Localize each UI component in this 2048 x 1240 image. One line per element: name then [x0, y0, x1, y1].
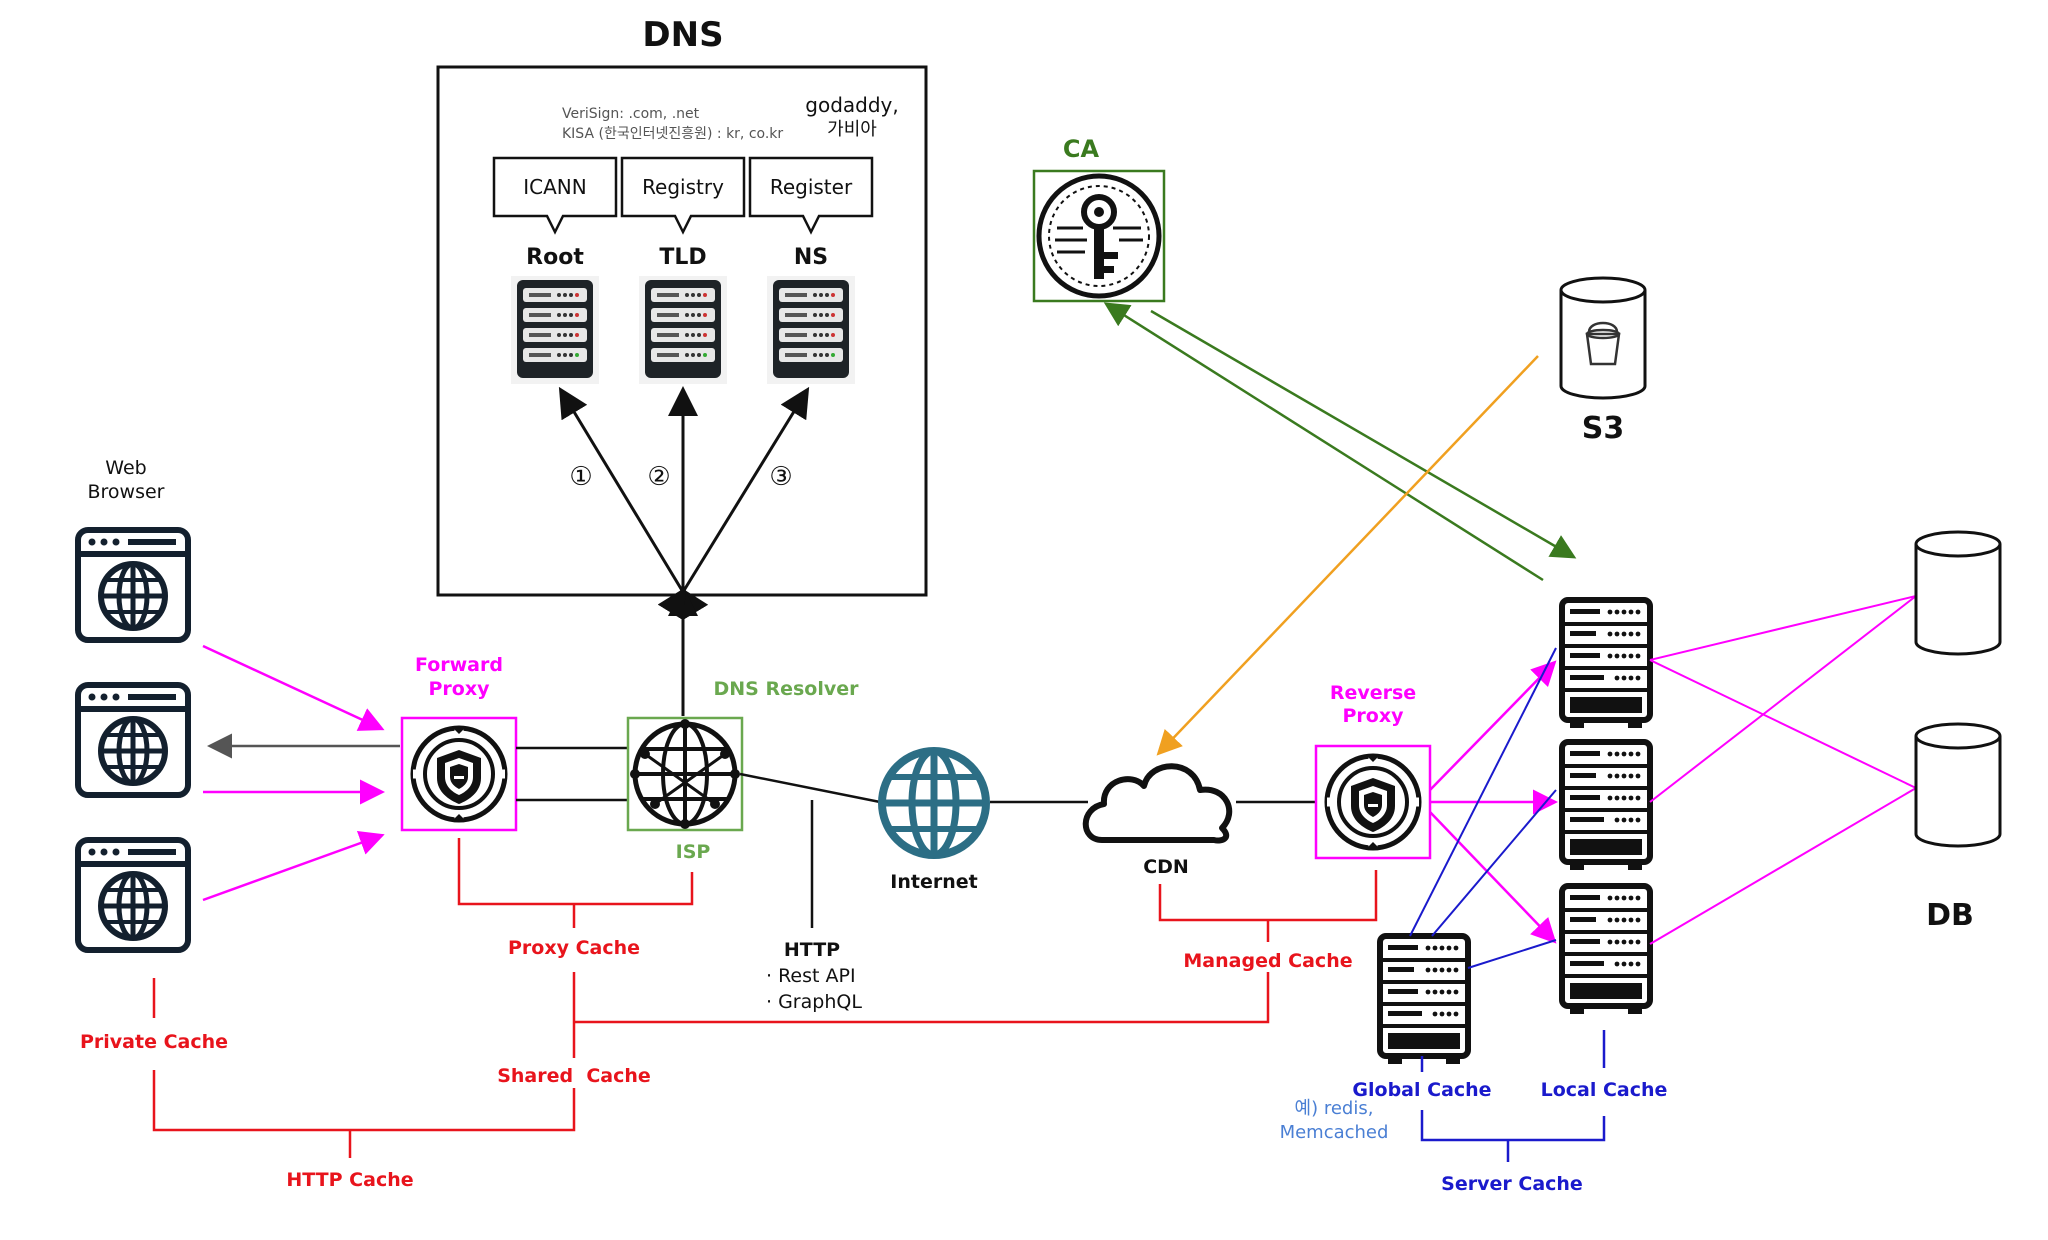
shared-cache-label: Shared Cache: [497, 1065, 651, 1087]
dns-resolver-label: DNS Resolver: [713, 678, 859, 700]
root-label: Root: [526, 245, 584, 270]
cache-brackets-red: [152, 838, 1378, 1158]
step-2: ②: [647, 462, 670, 492]
proxy-cache-label: Proxy Cache: [508, 937, 640, 959]
reverse-proxy-server-arrows: [1429, 660, 1558, 944]
cache-brackets-blue: [1420, 1030, 1606, 1162]
reverse-proxy-shield-icon: [1327, 756, 1419, 848]
local-cache-label: Local Cache: [1541, 1079, 1668, 1101]
dns-title: DNS: [642, 15, 723, 55]
browser-icon-2: [78, 685, 188, 795]
db-cylinder-2-icon: [1914, 722, 2002, 848]
callout-register: Register: [748, 156, 874, 235]
callout-icann: ICANN: [492, 156, 618, 235]
private-cache-label: Private Cache: [80, 1031, 228, 1053]
callout-registry: Registry: [620, 156, 746, 235]
dns-query-arrows: [558, 386, 810, 716]
browser-title-2: Browser: [88, 481, 165, 503]
internet-label: Internet: [890, 871, 977, 893]
internet-globe-icon: [882, 751, 986, 855]
isp-label: ISP: [676, 841, 711, 863]
step-3: ③: [769, 462, 792, 492]
http-cache-label: HTTP Cache: [286, 1169, 413, 1191]
ca-key-certificate-icon: [1036, 173, 1162, 299]
http-note-item-1: · Rest API: [766, 965, 856, 987]
ns-server-icon: [767, 276, 855, 384]
global-cache-links: [1409, 647, 1557, 969]
proxy-resolver-links: [516, 746, 628, 802]
http-note-title: HTTP: [784, 939, 840, 961]
redis-note-1: 예) redis,: [1295, 1098, 1374, 1119]
callout-icann-label: ICANN: [523, 175, 586, 199]
server-db-links: [1649, 595, 1917, 945]
browser-icon-1: [78, 530, 188, 640]
app-server-2-icon: [1562, 742, 1650, 870]
db-cylinder-1-icon: [1914, 530, 2002, 656]
global-cache-server-icon: [1380, 936, 1468, 1064]
resolver-internet-link: [739, 772, 881, 804]
ca-label: CA: [1063, 135, 1100, 163]
callout-registry-label: Registry: [642, 175, 724, 199]
registrar-note-2: 가비아: [827, 119, 877, 140]
cdn-cloud-icon: [1082, 763, 1233, 844]
browser-proxy-arrows: [202, 644, 400, 902]
browser-title-1: Web: [105, 457, 146, 479]
server-cache-label: Server Cache: [1441, 1173, 1583, 1195]
registry-note-1: VeriSign: .com, .net: [562, 106, 700, 122]
app-server-3-icon: [1562, 886, 1650, 1014]
registry-note-2: KISA (한국인터넷진흥원) : kr, co.kr: [562, 126, 783, 142]
browser-icon-3: [78, 840, 188, 950]
http-note-item-2: · GraphQL: [766, 991, 862, 1013]
s3-cdn-arrow: [1156, 355, 1539, 756]
forward-proxy-label-2: Proxy: [429, 678, 491, 700]
ca-server-arrows: [1103, 302, 1577, 582]
s3-bucket-icon: [1559, 276, 1647, 400]
db-label: DB: [1926, 898, 1974, 933]
tld-server-icon: [639, 276, 727, 384]
root-server-icon: [511, 276, 599, 384]
forward-proxy-label-1: Forward: [415, 654, 503, 676]
ns-label: NS: [794, 245, 828, 270]
forward-proxy-shield-icon: [413, 728, 505, 820]
redis-note-2: Memcached: [1280, 1122, 1389, 1143]
s3-label: S3: [1582, 411, 1624, 446]
global-cache-label: Global Cache: [1352, 1079, 1491, 1101]
app-server-1-icon: [1562, 600, 1650, 728]
managed-cache-label: Managed Cache: [1183, 950, 1352, 972]
reverse-proxy-label-2: Proxy: [1343, 705, 1405, 727]
tld-label: TLD: [659, 245, 706, 270]
callout-register-label: Register: [770, 175, 853, 199]
reverse-proxy-label-1: Reverse: [1330, 682, 1416, 704]
cdn-label: CDN: [1143, 856, 1189, 878]
step-1: ①: [569, 462, 592, 492]
registrar-note-1: godaddy,: [805, 93, 898, 117]
